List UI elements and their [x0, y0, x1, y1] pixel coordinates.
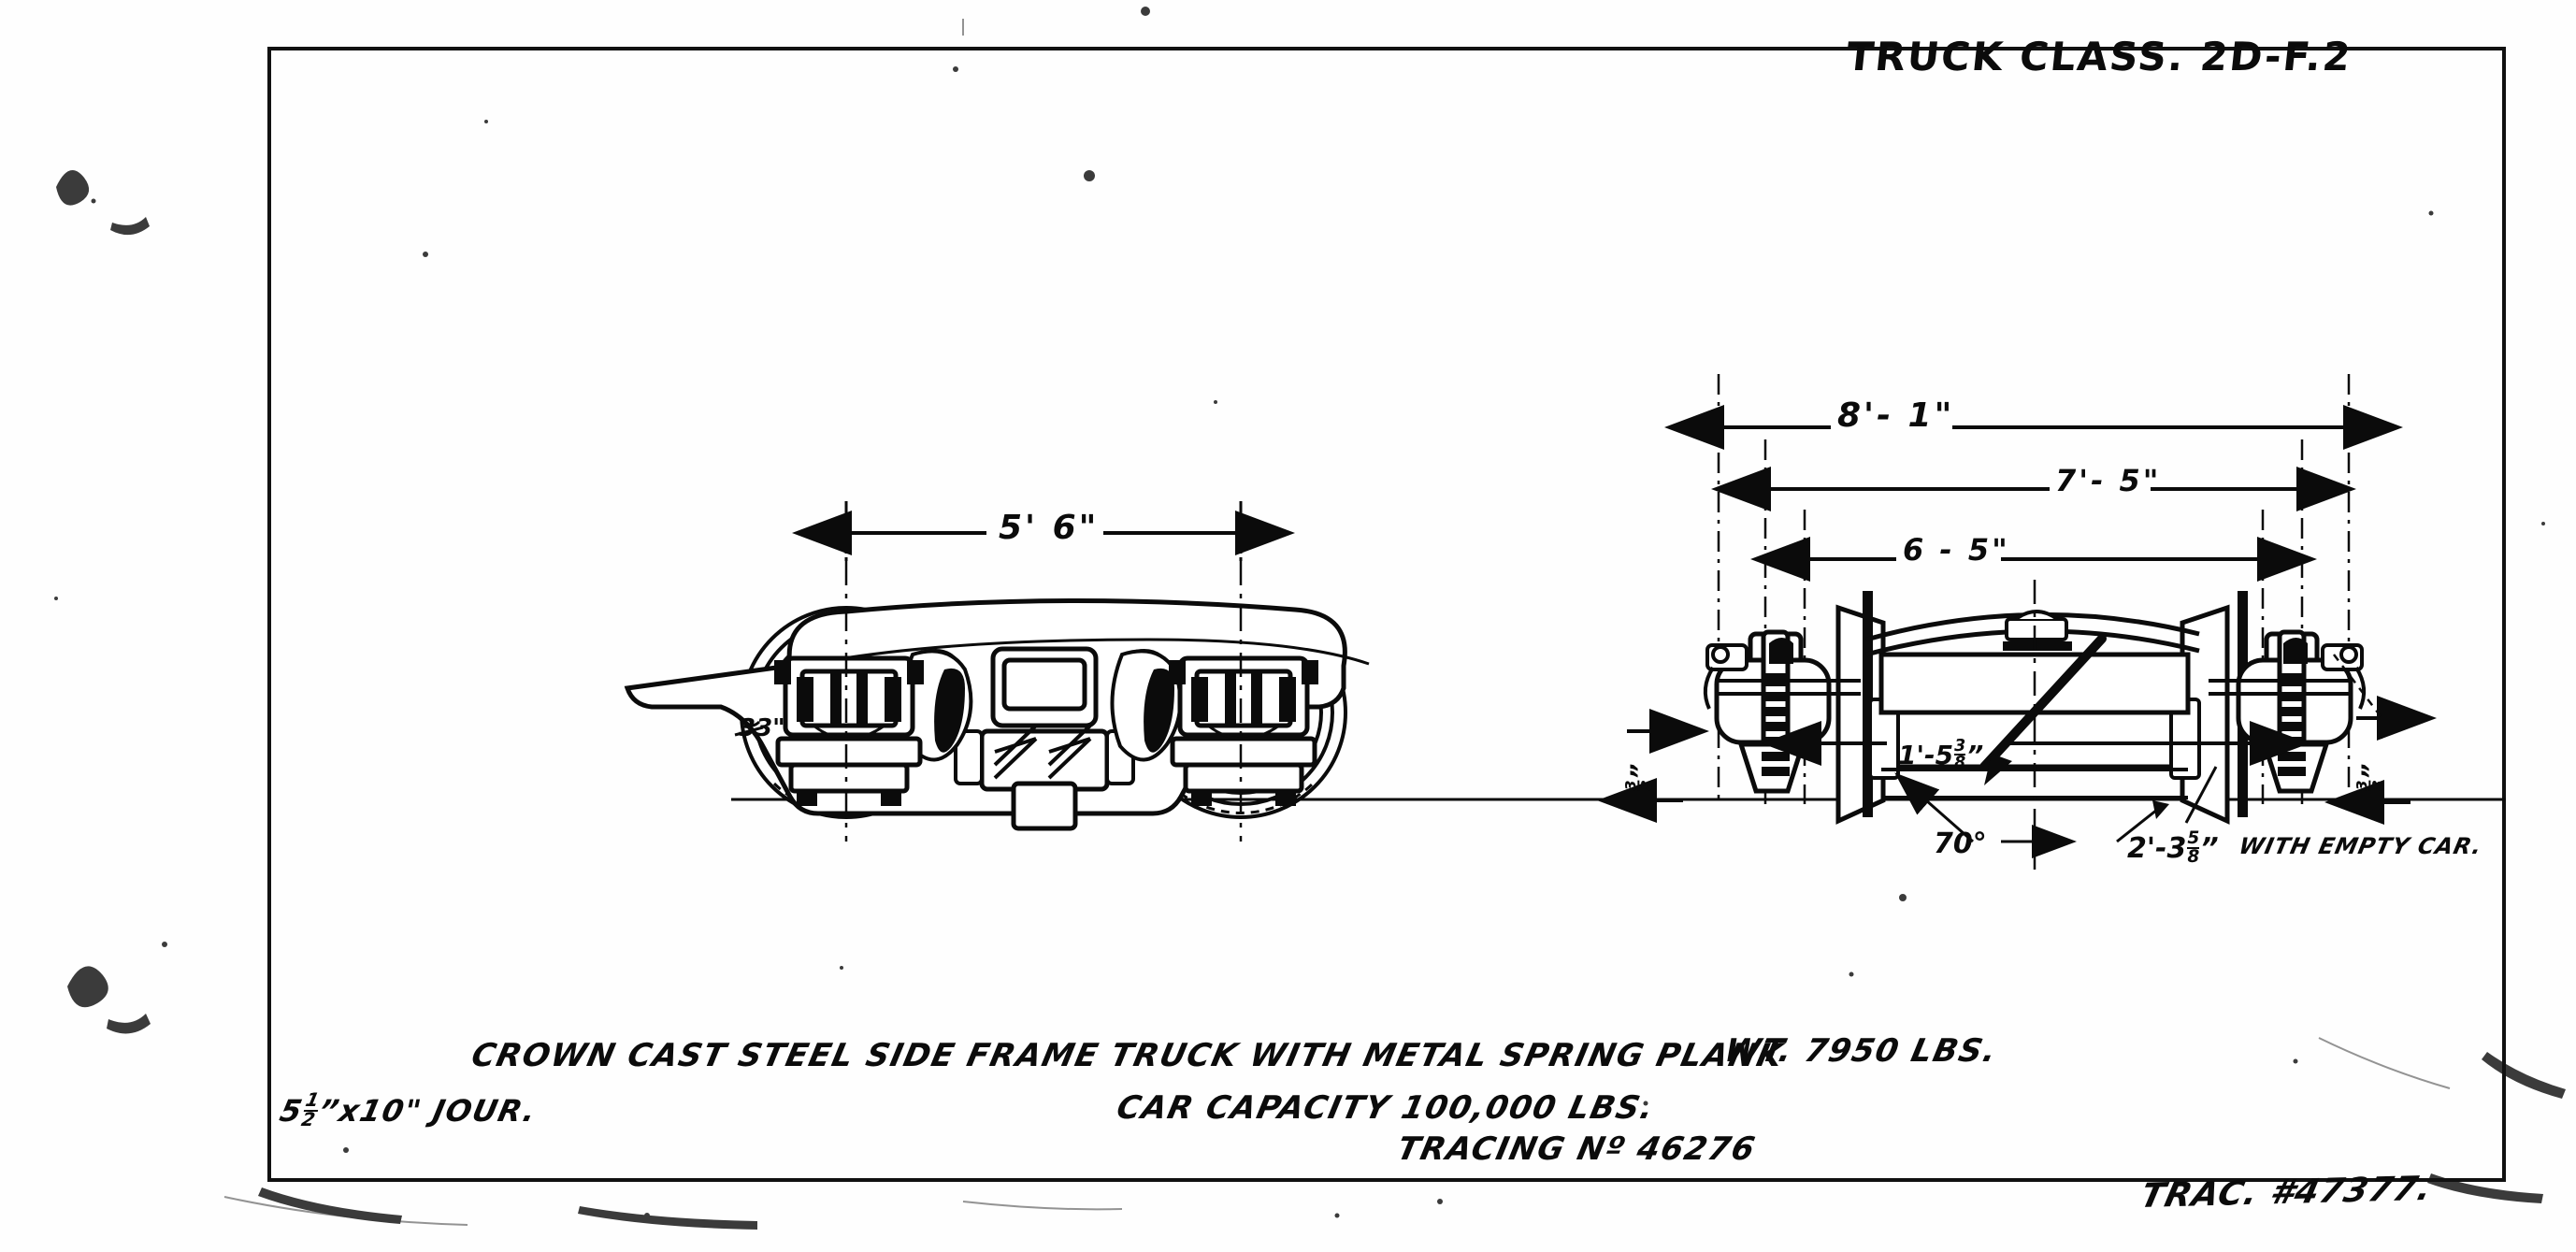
caption-truck-weight: WT. 7950 LBS. [1720, 1032, 2001, 1070]
dimension-whole-part: 2'-3 [2127, 832, 2187, 866]
dimension-overall-width-8ft1in: 8'- 1" [1837, 396, 1955, 435]
dimension-wheelbase-5ft6in: 5' 6" [999, 509, 1100, 547]
drawing-border-frame [267, 47, 2506, 1182]
inch-mark: ” [2357, 763, 2386, 780]
dimension-7ft5in: 7'- 5" [2055, 463, 2162, 498]
dimension-angle-70-degrees: 70° [1934, 827, 1987, 860]
dimension-whole-part: 1'-5 [1898, 740, 1954, 771]
dimension-wheel-diameter-33in: 33" [739, 714, 785, 742]
caption-tracing-number: TRACING Nº 46276 [1393, 1130, 1760, 1168]
caption-car-capacity: CAR CAPACITY 100,000 LBS. [1113, 1089, 1659, 1127]
stamp-trac-number: TRAC. #47377. [2137, 1169, 2437, 1216]
dimension-6ft5in: 6 - 5" [1903, 532, 2010, 568]
inch-mark: ” [1626, 763, 1655, 780]
journal-rest: x10" JOUR. [336, 1092, 540, 1129]
note-with-empty-car: WITH EMPTY CAR. [2237, 833, 2485, 859]
inch-mark: ” [2200, 832, 2219, 866]
title-block-text: TRUCK CLASS. 2D-F.2 [1844, 34, 2354, 79]
inch-mark: ” [1966, 740, 1984, 771]
caption-main-description: CROWN CAST STEEL SIDE FRAME TRUCK WITH M… [468, 1037, 1788, 1074]
